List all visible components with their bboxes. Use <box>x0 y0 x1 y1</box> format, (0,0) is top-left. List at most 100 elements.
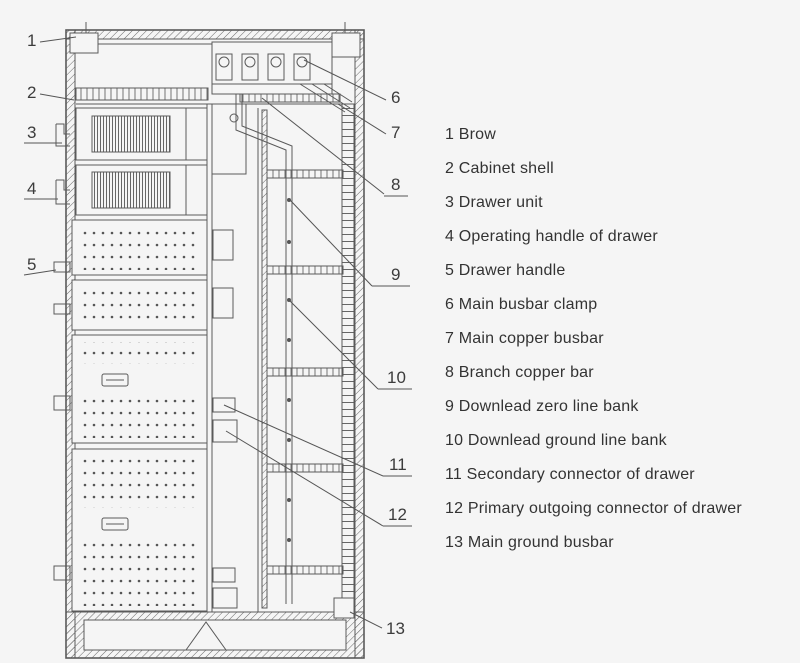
ground-terminal-5 <box>287 398 291 402</box>
leader-line-10 <box>288 299 379 390</box>
legend-num: 4 <box>445 228 454 245</box>
connection-bar-2 <box>266 265 344 275</box>
callout-8: 8 <box>391 175 400 194</box>
primary-outgoing-connector-6 <box>212 587 238 609</box>
drawer-unit-2-side-panel <box>185 164 208 216</box>
drawer-unit-1-side-panel <box>185 107 208 161</box>
callout-1: 1 <box>27 31 36 50</box>
leader-line-11 <box>223 404 384 477</box>
leader-line-12 <box>225 430 384 527</box>
drawer-unit-3-dots <box>82 228 196 270</box>
ground-terminal-8 <box>287 538 291 542</box>
legend-num: 12 <box>445 500 463 517</box>
busbar-riser-box <box>211 103 247 175</box>
legend-item-2: 2 Cabinet shell <box>445 160 554 177</box>
base-center-bracket <box>185 621 227 651</box>
connection-bar-5 <box>266 565 344 575</box>
legend-item-12: 12 Primary outgoing connector of drawer <box>445 500 742 517</box>
legend-item-5: 5 Drawer handle <box>445 262 565 279</box>
drawer-unit-5 <box>53 334 238 444</box>
legend-item-4: 4 Operating handle of drawer <box>445 228 658 245</box>
leader-lines <box>23 36 412 629</box>
ground-terminal-2 <box>287 240 291 244</box>
busbar-clamp-bolt-3 <box>270 56 282 68</box>
legend-label: Operating handle of drawer <box>459 228 659 245</box>
cabinet-right-post <box>354 29 365 659</box>
drawer-unit-4-connector <box>212 287 234 319</box>
legend-label: Downlead zero line bank <box>459 398 640 415</box>
drawer-unit-6-dots-bottom <box>82 540 196 606</box>
legend-label: Cabinet shell <box>459 160 554 177</box>
callout-numbers: 1 2 3 4 5 6 7 8 9 10 11 12 13 <box>27 31 407 638</box>
busbar-clamp-bolt-2 <box>244 56 256 68</box>
drawer-unit-1 <box>55 107 208 161</box>
busbar-clamp-bolt-1 <box>218 56 230 68</box>
corner-bracket-top-right <box>331 32 361 58</box>
drawer-unit-6-handle <box>53 565 71 581</box>
drawer-unit-6-dots-top <box>82 458 196 508</box>
legend-label: Main copper busbar <box>459 330 604 347</box>
callout-6: 6 <box>391 88 400 107</box>
drawer-unit-5-handle <box>53 395 71 411</box>
legend-num: 9 <box>445 398 454 415</box>
legend-label: Secondary connector of drawer <box>467 466 696 483</box>
legend-num: 3 <box>445 194 454 211</box>
secondary-connector-6 <box>212 567 236 583</box>
legend-num: 2 <box>445 160 454 177</box>
callout-10: 10 <box>387 368 406 387</box>
legend-num: 5 <box>445 262 454 279</box>
leader-line-5 <box>23 269 57 276</box>
main-busbar-line-3 <box>323 83 353 103</box>
brow-right-bar <box>239 93 341 103</box>
callout-11: 11 <box>389 455 407 474</box>
legend-label: Branch copper bar <box>459 364 595 381</box>
legend-num: 10 <box>445 432 463 449</box>
legend-item-10: 10 Downlead ground line bank <box>445 432 668 449</box>
legend-item-11: 11 Secondary connector of drawer <box>445 466 695 483</box>
callout-2: 2 <box>27 83 36 102</box>
legend-item-1: 1 Brow <box>445 126 496 143</box>
brow-bar <box>75 87 209 101</box>
drawer-unit-1-heatsink <box>91 115 171 153</box>
ground-busbar-clamp <box>333 597 355 619</box>
drawer-unit-2 <box>55 103 247 216</box>
branch-vertical-bar <box>261 109 268 609</box>
legend-num: 11 <box>445 466 462 483</box>
drawer-unit-6 <box>53 448 238 612</box>
legend-label: Drawer unit <box>459 194 543 211</box>
ground-terminal-6 <box>287 438 291 442</box>
legend-label: Primary outgoing connector of drawer <box>468 500 742 517</box>
leader-line-13 <box>349 611 383 629</box>
main-busbar-clamp <box>211 41 333 95</box>
drawer-unit-5-dots-top <box>82 342 196 364</box>
legend-num: 7 <box>445 330 454 347</box>
legend-num: 1 <box>445 126 454 143</box>
callout-12: 12 <box>388 505 407 524</box>
corner-bracket-top-left <box>69 32 99 54</box>
connection-bar-3 <box>266 367 344 377</box>
drawer-unit-1-handle <box>55 123 70 147</box>
ground-terminal-1 <box>287 198 291 202</box>
cabinet-top-rail <box>65 29 365 40</box>
main-ground-busbar <box>65 597 365 659</box>
leader-line-2 <box>39 93 75 101</box>
drawer-unit-4-dots <box>82 288 196 324</box>
legend-num: 8 <box>445 364 454 381</box>
ground-terminal-7 <box>287 498 291 502</box>
riser-bolt <box>229 113 239 123</box>
leader-line-7 <box>337 103 387 135</box>
callout-7: 7 <box>391 123 400 142</box>
connection-bar-4 <box>266 463 344 473</box>
ground-terminal-4 <box>287 338 291 342</box>
callout-9: 9 <box>391 265 400 284</box>
leader-line-1 <box>39 36 77 43</box>
legend-item-9: 9 Downlead zero line bank <box>445 398 639 415</box>
legend-label: Main busbar clamp <box>459 296 598 313</box>
legend-label: Brow <box>459 126 496 143</box>
callout-3: 3 <box>27 123 36 142</box>
callout-13: 13 <box>386 619 405 638</box>
drawer-unit-5-dots-bottom <box>82 398 196 438</box>
legend-label: Main ground busbar <box>468 534 614 551</box>
legend-label: Drawer handle <box>459 262 566 279</box>
